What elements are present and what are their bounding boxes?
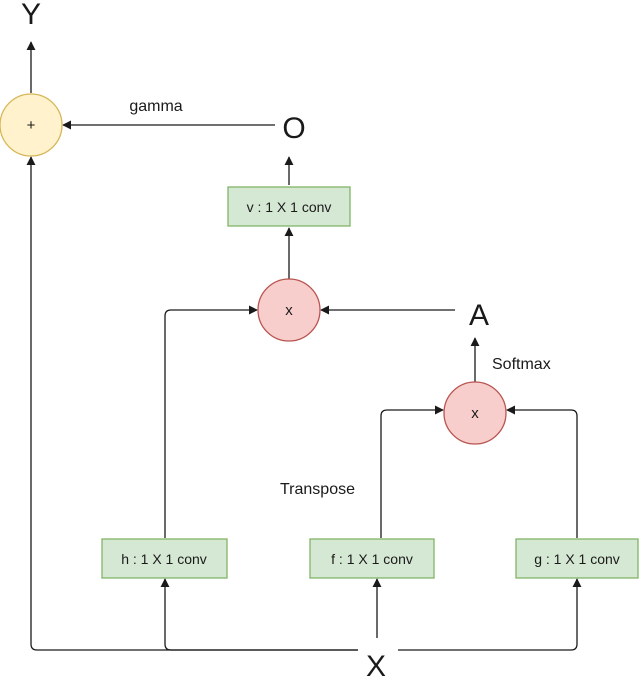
g-conv-box: g : 1 X 1 conv <box>515 538 639 579</box>
edge-gconv-to-mult <box>506 405 578 538</box>
add-node-label: + <box>27 117 36 134</box>
edge-x-to-hconv <box>160 578 358 651</box>
f-conv-label: f : 1 X 1 conv <box>331 551 413 567</box>
output-y-label: Y <box>21 0 41 31</box>
g-conv-label: g : 1 X 1 conv <box>534 551 620 567</box>
h-conv-box: h : 1 X 1 conv <box>101 538 228 579</box>
multiply-node-bottom-label: x <box>471 405 479 422</box>
add-node: + <box>0 93 63 157</box>
input-x-label: X <box>366 650 386 679</box>
v-conv-label: v : 1 X 1 conv <box>247 199 332 215</box>
softmax-label: Softmax <box>492 356 551 373</box>
edge-hconv-to-mult <box>164 305 258 538</box>
attention-map-a-label: A <box>469 299 489 332</box>
o-label: O <box>282 112 305 145</box>
multiply-node-bottom: x <box>443 381 507 445</box>
edge-x-to-gconv <box>398 578 582 651</box>
h-conv-label: h : 1 X 1 conv <box>121 551 207 567</box>
edge-fconv-to-mult <box>380 405 444 538</box>
f-conv-box: f : 1 X 1 conv <box>309 538 435 579</box>
transpose-label: Transpose <box>280 481 355 498</box>
v-conv-box: v : 1 X 1 conv <box>227 186 351 227</box>
multiply-node-top: x <box>257 278 321 342</box>
edge-x-to-add-residual <box>26 156 358 651</box>
multiply-node-top-label: x <box>285 302 293 319</box>
gamma-label: gamma <box>129 98 182 115</box>
